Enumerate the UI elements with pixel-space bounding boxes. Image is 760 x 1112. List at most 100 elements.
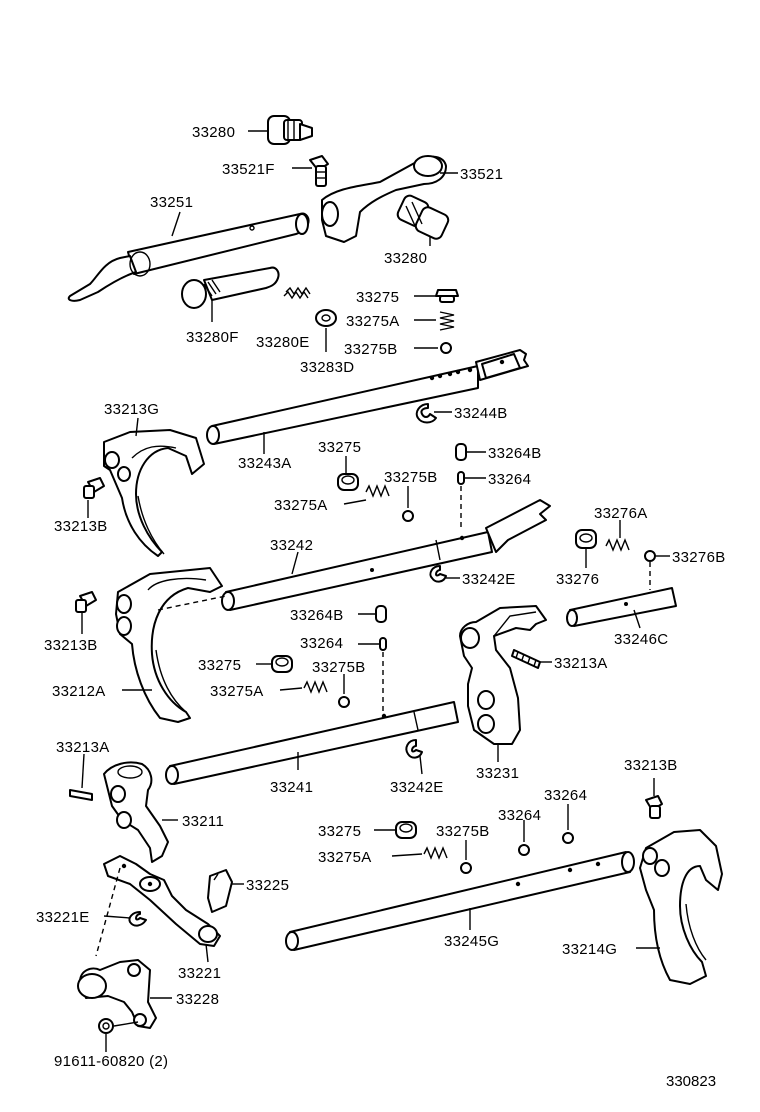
part-33275-plug-lower-middle: [271, 655, 293, 673]
part-33231-shift-head: [459, 605, 547, 745]
part-33280F-plug: [181, 266, 280, 309]
part-33221E-ring: [128, 911, 147, 927]
part-33242E-snap-ring-b: [405, 739, 423, 759]
part-33275A-spring-upper: [439, 311, 455, 331]
label-33221E: 33221E: [36, 909, 90, 926]
part-33213B-bolt-a: [83, 477, 105, 499]
label-33225: 33225: [246, 877, 289, 894]
label-91611-60820: 91611-60820 (2): [54, 1053, 168, 1070]
label-33264-a: 33264: [488, 471, 531, 488]
part-33283D-washer: [315, 309, 337, 327]
part-33280-right-plug: [396, 194, 450, 240]
label-33275B-lower: 33275B: [436, 823, 490, 840]
part-33280E-spring: [283, 286, 311, 300]
label-33276: 33276: [556, 571, 599, 588]
part-33280-top-plug: [267, 115, 313, 145]
label-33275-lower: 33275: [318, 823, 361, 840]
diagram-reference-number: 330823: [666, 1073, 716, 1090]
part-33213A-pin-a: [511, 649, 541, 669]
part-33275-plug-middle: [337, 473, 359, 491]
label-33275A-middle: 33275A: [274, 497, 328, 514]
label-33214G: 33214G: [562, 941, 617, 958]
part-33275B-ball-lower: [460, 862, 472, 874]
label-33243A: 33243A: [238, 455, 292, 472]
label-33213B-a: 33213B: [54, 518, 108, 535]
part-33211-shift-lever: [103, 761, 169, 863]
part-33213A-pin-b: [69, 789, 93, 801]
part-33275-plug-lower: [395, 821, 417, 839]
part-33225-block: [207, 869, 233, 913]
part-33264-pin-c: [518, 844, 530, 856]
label-33242: 33242: [270, 537, 313, 554]
part-33251-shift-shaft: [67, 212, 310, 302]
label-33213A-a: 33213A: [554, 655, 608, 672]
label-33251: 33251: [150, 194, 193, 211]
label-33264-b: 33264: [300, 635, 343, 652]
label-33275-lower-middle: 33275: [198, 657, 241, 674]
label-33213A-b: 33213A: [56, 739, 110, 756]
label-33264B-b: 33264B: [290, 607, 344, 624]
label-33242E-b: 33242E: [390, 779, 444, 796]
label-33521: 33521: [460, 166, 503, 183]
part-33213B-bolt-c: [645, 795, 663, 819]
part-33213G-shift-fork: [103, 429, 205, 557]
part-33275-plug-upper: [435, 289, 459, 303]
part-33246C-shaft: [566, 587, 677, 627]
label-33275A-lower: 33275A: [318, 849, 372, 866]
part-33264-pin-d: [562, 832, 574, 844]
part-33214G-shift-fork: [639, 829, 723, 985]
label-33275B-middle: 33275B: [384, 469, 438, 486]
label-33213B-b: 33213B: [44, 637, 98, 654]
label-33244B: 33244B: [454, 405, 508, 422]
label-33213B-c: 33213B: [624, 757, 678, 774]
part-33275B-ball-lower-middle: [338, 696, 350, 708]
label-33264-c: 33264: [498, 807, 541, 824]
label-33241: 33241: [270, 779, 313, 796]
label-33245G: 33245G: [444, 933, 499, 950]
label-33280F: 33280F: [186, 329, 239, 346]
label-33275A-lower-middle: 33275A: [210, 683, 264, 700]
part-33244B-snap-ring: [415, 403, 437, 424]
label-33211: 33211: [182, 813, 224, 830]
label-33221: 33221: [178, 965, 221, 982]
label-33275A-upper: 33275A: [346, 313, 400, 330]
label-33242E-a: 33242E: [462, 571, 516, 588]
label-33280-right: 33280: [384, 250, 427, 267]
part-33221-lever: [95, 855, 221, 957]
part-33275B-ball-upper: [440, 342, 452, 354]
part-33275A-spring-middle: [365, 484, 390, 498]
part-33521F-bolt: [309, 155, 329, 187]
part-33228-bracket: [77, 959, 157, 1029]
part-33242E-snap-ring-a: [429, 565, 447, 583]
part-33276A-spring: [605, 538, 630, 552]
part-33264-pin-a: [457, 471, 465, 485]
label-33264-d: 33264: [544, 787, 587, 804]
part-33276B-ball: [644, 550, 656, 562]
label-33280E: 33280E: [256, 334, 310, 351]
label-33276A: 33276A: [594, 505, 648, 522]
part-33213B-bolt-b: [75, 591, 97, 613]
part-33243A-shift-rail: [206, 349, 529, 445]
part-33264-pin-b: [379, 637, 387, 651]
label-33228: 33228: [176, 991, 219, 1008]
label-33521F: 33521F: [222, 161, 275, 178]
part-33242-shift-rail: [221, 499, 551, 611]
label-33264B-a: 33264B: [488, 445, 542, 462]
part-33275A-spring-lower: [423, 846, 448, 860]
label-33280-top: 33280: [192, 124, 235, 141]
label-33283D: 33283D: [300, 359, 354, 376]
part-33264B-pin-a: [455, 443, 467, 461]
part-33521-shift-lever: [321, 155, 447, 243]
part-33212A-shift-fork: [115, 567, 227, 723]
label-33231: 33231: [476, 765, 519, 782]
label-33212A: 33212A: [52, 683, 106, 700]
part-33276-plug: [575, 529, 597, 549]
label-33213G: 33213G: [104, 401, 159, 418]
part-33264B-pin-b: [375, 605, 387, 623]
part-33245G-shift-rail: [285, 851, 635, 951]
label-33275B-upper: 33275B: [344, 341, 398, 358]
part-33275B-ball-middle: [402, 510, 414, 522]
label-33276B: 33276B: [672, 549, 726, 566]
part-33275A-spring-lower-middle: [303, 680, 328, 694]
